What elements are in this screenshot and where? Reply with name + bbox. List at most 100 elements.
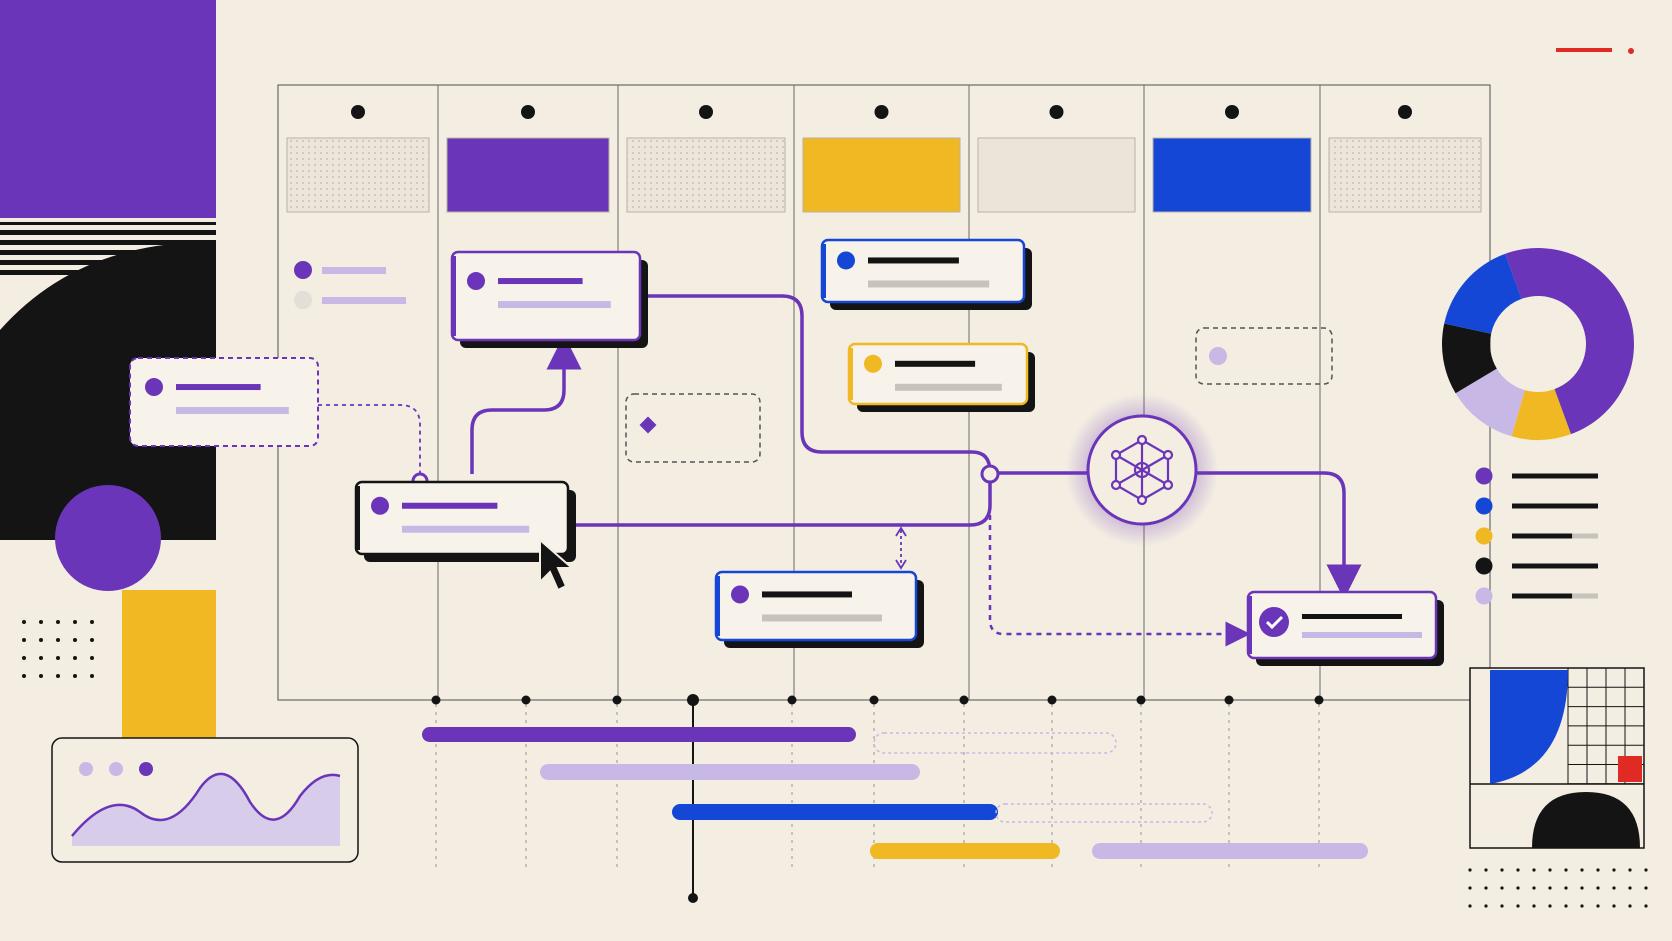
column-header-6: [1152, 137, 1312, 213]
grid-dot: [1548, 886, 1552, 890]
grid-dot: [1644, 868, 1648, 872]
legend-bar-rest: [1572, 593, 1598, 599]
grid-dot: [1500, 886, 1504, 890]
timeline-tick: [869, 695, 879, 705]
timeline-tick: [612, 695, 622, 705]
grid-dot: [22, 674, 26, 678]
card-dot: [837, 251, 855, 270]
grid-dot: [56, 638, 60, 642]
card-line: [176, 384, 261, 391]
timeline-tick: [1314, 695, 1324, 705]
legend-bar: [1512, 533, 1573, 539]
card-line: [402, 525, 530, 533]
card-body: [450, 250, 642, 342]
legend-swatch: [1475, 557, 1493, 575]
grid-dot: [1612, 886, 1616, 890]
card-line: [402, 502, 498, 509]
column-header-5: [977, 137, 1136, 213]
legend-swatch: [1475, 497, 1493, 515]
column-pin: [351, 105, 365, 119]
timeline-bar: [540, 764, 920, 780]
cards: [129, 238, 1444, 666]
column-header-4: [802, 137, 961, 213]
donut-slice: [1455, 368, 1525, 437]
timeline: [278, 694, 1490, 903]
column-list: [294, 261, 406, 309]
card-line: [762, 614, 882, 622]
grid-dot: [1468, 904, 1472, 908]
mouse-pointer-icon: [539, 537, 575, 592]
grid-dot: [56, 674, 60, 678]
donut-slice: [1442, 323, 1497, 394]
grid-dot: [56, 656, 60, 660]
legend-swatch: [1475, 467, 1493, 485]
grid-dot: [1628, 868, 1632, 872]
grid-dot: [90, 656, 94, 660]
column-pin: [1398, 105, 1412, 119]
card-line: [176, 407, 289, 415]
card: [1246, 590, 1444, 666]
grid-dot: [1500, 868, 1504, 872]
timeline-bar: [672, 804, 998, 820]
grid-dot: [1484, 868, 1488, 872]
dot-grid-right: [1468, 868, 1648, 908]
grid-dot: [39, 638, 43, 642]
grid-dot: [1532, 904, 1536, 908]
grid-dot: [1596, 886, 1600, 890]
grid-dot: [1612, 868, 1616, 872]
card-body: [820, 238, 1026, 304]
grid-dot: [73, 674, 77, 678]
grid-dot: [1516, 904, 1520, 908]
column-header-2: [446, 137, 610, 213]
grid-dot: [1612, 904, 1616, 908]
timeline-tick: [1224, 695, 1234, 705]
dot-grid-left: [22, 620, 94, 678]
legend-bar: [1512, 503, 1598, 509]
network-node-icon[interactable]: [1066, 394, 1218, 546]
grid-dot: [1468, 886, 1472, 890]
card-line: [498, 278, 583, 285]
grid-dot: [90, 674, 94, 678]
timeline-bar-ghost: [995, 803, 1213, 823]
legend-bar: [1512, 593, 1573, 599]
column-header-1: [286, 137, 430, 213]
card: [450, 250, 648, 348]
grid-dot: [22, 620, 26, 624]
grid-dot: [1548, 868, 1552, 872]
card-body: [847, 342, 1029, 406]
corner-mark: [1556, 48, 1634, 54]
column-header-7: [1328, 137, 1482, 213]
card-body: [354, 480, 570, 556]
grid-dot: [90, 638, 94, 642]
grid-dot: [90, 620, 94, 624]
mini-chart-legend-dot: [109, 762, 123, 776]
card-dot: [467, 272, 485, 291]
grid-dot: [1628, 904, 1632, 908]
legend-swatch: [1475, 527, 1493, 545]
grid-dot: [1580, 904, 1584, 908]
placeholders: [625, 327, 1333, 463]
timeline-tick: [787, 695, 797, 705]
card-line: [498, 301, 611, 309]
grid-dot: [22, 656, 26, 660]
grid-dot: [39, 656, 43, 660]
card: [129, 357, 319, 447]
legend: [1475, 467, 1598, 605]
timeline-tick: [959, 695, 969, 705]
donut-slice: [1511, 389, 1571, 441]
card-accent: [356, 486, 360, 550]
geometric-panel: [1469, 667, 1645, 849]
card-line: [895, 383, 1002, 391]
legend-bar: [1512, 563, 1598, 569]
column-pin: [521, 105, 535, 119]
donut-chart: [1442, 248, 1634, 441]
card-body: [129, 357, 319, 447]
grid-dot: [39, 620, 43, 624]
card-line: [868, 257, 959, 264]
donut-slice: [1505, 248, 1634, 435]
grid-dot: [1516, 886, 1520, 890]
column-pin: [874, 105, 889, 119]
placeholder-dot: [1209, 347, 1227, 365]
